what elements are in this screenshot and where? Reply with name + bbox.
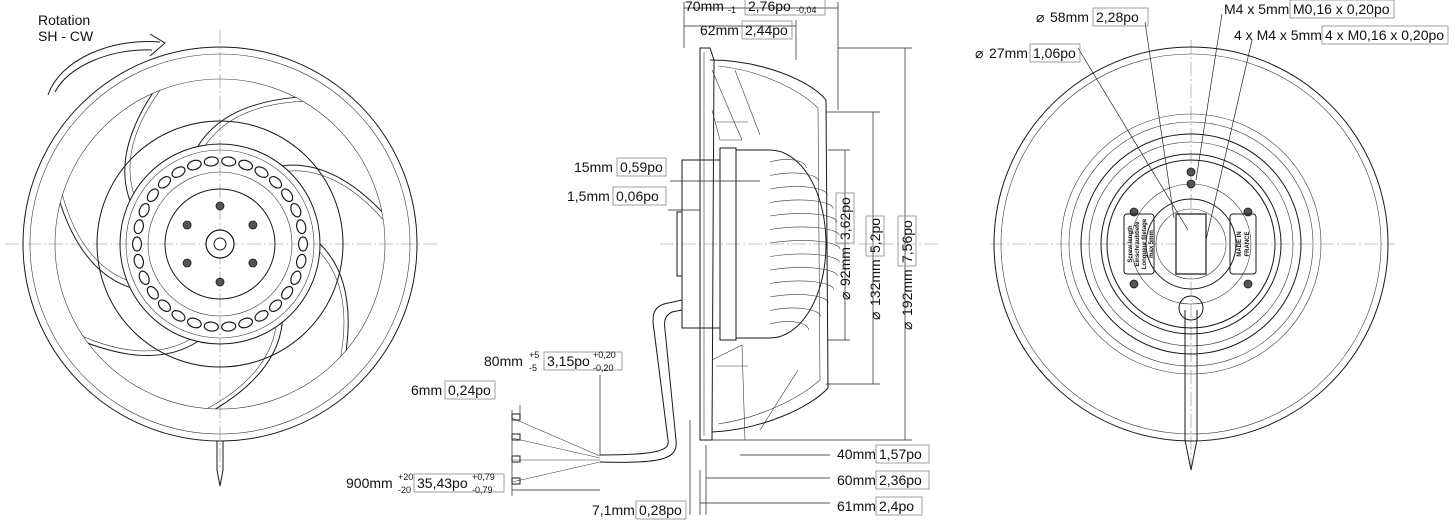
svg-text:1,57po: 1,57po: [879, 446, 922, 462]
front-view: [5, 30, 440, 487]
svg-text:2,28po: 2,28po: [1096, 9, 1139, 25]
svg-text:58mm: 58mm: [1050, 9, 1089, 25]
rotation-label: Rotation: [38, 12, 90, 28]
rotor-cooling-slots: [131, 156, 309, 332]
svg-text:3,15po: 3,15po: [547, 353, 590, 369]
svg-text:FRANCE: FRANCE: [1245, 232, 1251, 257]
dim-61: 61mm 2,4po: [837, 496, 923, 516]
rotation-arrow-icon: [47, 41, 161, 96]
svg-text:Einschraubtiefe: Einschraubtiefe: [1135, 221, 1141, 267]
svg-text:92mm: 92mm: [837, 247, 853, 286]
svg-text:+20: +20: [398, 472, 413, 482]
impeller-blades: [59, 90, 384, 410]
svg-text:+0,20: +0,20: [593, 350, 616, 360]
side-view: [511, 47, 940, 485]
svg-text:7,1mm: 7,1mm: [592, 502, 635, 518]
svg-text:0,28po: 0,28po: [639, 502, 682, 518]
svg-text:+5: +5: [529, 350, 539, 360]
dim-60: 60mm 2,36po: [837, 470, 930, 490]
dim-80: 80mm +5 -5 3,15po +0,20 -0,20: [484, 350, 623, 373]
svg-text:4 x M0,16 x 0,20po: 4 x M0,16 x 0,20po: [1325, 27, 1444, 43]
svg-text:-0,79: -0,79: [472, 485, 493, 495]
svg-text:4 x M4 x 5mm: 4 x M4 x 5mm: [1234, 27, 1322, 43]
svg-text:+0,79: +0,79: [472, 472, 495, 482]
svg-text:15mm: 15mm: [574, 159, 613, 175]
svg-text:2,76po: 2,76po: [748, 0, 791, 14]
svg-text:-0,20: -0,20: [593, 363, 614, 373]
screw-length-label: Screw length Einschraubtiefe Longueur fi…: [1128, 218, 1155, 269]
svg-text:5,2po: 5,2po: [867, 218, 883, 253]
svg-text:⌀: ⌀: [867, 312, 883, 320]
dim-58: ⌀ 58mm 2,28po: [1036, 7, 1149, 27]
dim-7-1: 7,1mm 0,28po: [592, 500, 687, 520]
svg-text:0,24po: 0,24po: [448, 382, 491, 398]
rotation-direction: SH - CW: [38, 28, 94, 44]
svg-text:Screw length: Screw length: [1128, 225, 1134, 263]
svg-text:2,36po: 2,36po: [879, 472, 922, 488]
svg-text:max 5mm: max 5mm: [1149, 230, 1155, 258]
svg-text:-20: -20: [398, 485, 411, 495]
svg-text:7,56po: 7,56po: [899, 220, 915, 263]
svg-text:0,59po: 0,59po: [620, 159, 663, 175]
dim-4xm4: 4 x M4 x 5mm 4 x M0,16 x 0,20po: [1234, 25, 1449, 45]
back-view: [990, 40, 1395, 471]
svg-text:M0,16 x 0,20po: M0,16 x 0,20po: [1293, 1, 1390, 17]
back-leader-lines: [1077, 13, 1253, 241]
svg-text:-1: -1: [728, 5, 736, 15]
svg-text:192mm: 192mm: [899, 269, 915, 316]
svg-text:Longueur filetage: Longueur filetage: [1142, 218, 1148, 269]
side-dimension-lines: [511, 2, 912, 515]
dim-900: 900mm +20 -20 35,43po +0,79 -0,79: [346, 472, 505, 495]
svg-text:80mm: 80mm: [484, 353, 523, 369]
svg-text:-0,04: -0,04: [796, 5, 817, 15]
dim-62: 62mm 2,44po: [700, 20, 793, 40]
svg-text:0,06po: 0,06po: [616, 188, 659, 204]
svg-text:⌀: ⌀: [1036, 9, 1044, 25]
svg-text:MADE IN: MADE IN: [1237, 231, 1243, 256]
motor-cooling-fins: [769, 159, 841, 331]
svg-text:3,62po: 3,62po: [837, 197, 853, 240]
svg-text:60mm: 60mm: [837, 472, 876, 488]
svg-text:⌀: ⌀: [837, 292, 853, 300]
dim-6: 6mm 0,24po: [411, 380, 496, 400]
svg-text:6mm: 6mm: [411, 382, 442, 398]
svg-text:-5: -5: [529, 363, 537, 373]
svg-text:61mm: 61mm: [837, 498, 876, 514]
svg-text:27mm: 27mm: [989, 45, 1028, 61]
hub-holes: [182, 201, 258, 287]
dim-92: ⌀ 92mm 3,62po: [835, 192, 855, 300]
svg-text:1,06po: 1,06po: [1033, 45, 1076, 61]
svg-text:62mm: 62mm: [700, 22, 739, 38]
svg-text:2,44po: 2,44po: [745, 22, 788, 38]
svg-text:1,5mm: 1,5mm: [567, 188, 610, 204]
svg-text:132mm: 132mm: [867, 259, 883, 306]
dim-40: 40mm 1,57po: [837, 444, 930, 464]
svg-text:40mm: 40mm: [837, 446, 876, 462]
dim-192: ⌀ 192mm 7,56po: [897, 215, 917, 330]
made-in-france-label: MADE IN FRANCE: [1237, 231, 1251, 256]
svg-text:⌀: ⌀: [899, 322, 915, 330]
dim-1-5: 1,5mm 0,06po: [567, 186, 667, 206]
svg-text:35,43po: 35,43po: [417, 475, 468, 491]
dim-m4: M4 x 5mm M0,16 x 0,20po: [1224, 0, 1395, 19]
dim-70: 70mm -1 2,76po -0,04: [685, 0, 826, 16]
dim-15: 15mm 0,59po: [574, 157, 667, 177]
dim-132: ⌀ 132mm 5,2po: [865, 215, 885, 320]
svg-text:70mm: 70mm: [685, 0, 724, 14]
svg-text:M4 x 5mm: M4 x 5mm: [1224, 1, 1289, 17]
dim-27: ⌀ 27mm 1,06po: [975, 43, 1081, 63]
svg-text:2,4po: 2,4po: [879, 498, 914, 514]
svg-text:⌀: ⌀: [975, 45, 983, 61]
svg-text:900mm: 900mm: [346, 475, 393, 491]
